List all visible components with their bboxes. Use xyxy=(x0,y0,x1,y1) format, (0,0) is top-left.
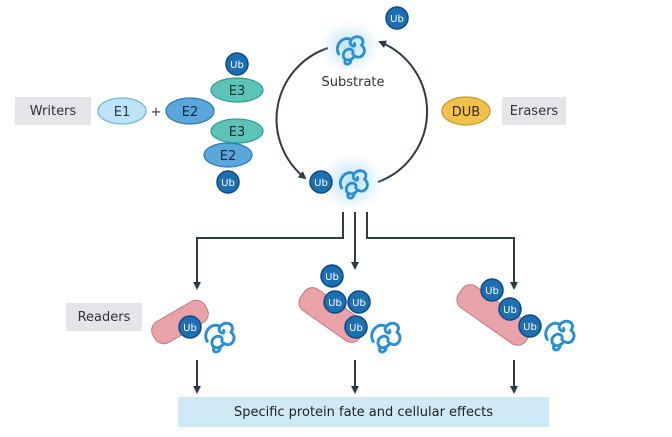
writers-label: Writers xyxy=(15,97,91,125)
plus-sign: + xyxy=(151,105,162,120)
svg-text:Ub: Ub xyxy=(349,323,363,334)
reader-ubiquitin-middle-3: Ub xyxy=(347,290,371,314)
svg-text:Ub: Ub xyxy=(230,60,244,71)
svg-text:DUB: DUB xyxy=(452,105,480,120)
branch-arrow-right xyxy=(366,212,518,290)
svg-text:E3: E3 xyxy=(229,84,246,99)
svg-text:E2: E2 xyxy=(182,105,199,120)
e2-ubiquitin: Ub xyxy=(216,170,240,194)
reader-ubiquitin-middle-4: Ub xyxy=(344,315,368,339)
svg-text:Ub: Ub xyxy=(390,14,404,25)
free-ubiquitin: Ub xyxy=(385,6,409,30)
ubiquitination-arrow xyxy=(275,47,329,180)
deubiquitination-arrow xyxy=(377,40,429,183)
protein-fate-box: Specific protein fate and cellular effec… xyxy=(178,397,549,427)
erasers-label: Erasers xyxy=(502,97,566,125)
svg-text:Ub: Ub xyxy=(485,286,499,297)
substrate-glow xyxy=(320,21,380,73)
reader-ubiquitin-middle-1: Ub xyxy=(320,264,344,288)
reader-substrate-left-icon xyxy=(204,321,236,354)
svg-text:Ub: Ub xyxy=(221,178,235,189)
reader-ubiquitin-right-2: Ub xyxy=(498,297,522,321)
substrate-label: Substrate xyxy=(321,75,384,90)
svg-text:Ub: Ub xyxy=(352,298,366,309)
e3-enzyme-upper: E3 xyxy=(210,77,264,103)
branch-arrow-left xyxy=(193,212,344,290)
reader-substrate-right-icon xyxy=(544,319,576,352)
svg-text:Ub: Ub xyxy=(503,305,517,316)
e3-enzyme-lower: E3 xyxy=(210,118,264,144)
reader-ubiquitin-left: Ub xyxy=(178,315,202,339)
substrate-ubiquitin: Ub xyxy=(309,170,333,194)
reader-substrate-middle-icon xyxy=(370,321,402,354)
reader-ubiquitin-middle-2: Ub xyxy=(323,290,347,314)
svg-text:E3: E3 xyxy=(229,125,246,140)
e1-enzyme: E1 xyxy=(97,97,147,125)
reader-ubiquitin-right-3: Ub xyxy=(518,314,542,338)
svg-text:Ub: Ub xyxy=(523,322,537,333)
e2-enzyme-complex: E2 xyxy=(203,142,253,168)
e2-enzyme: E2 xyxy=(165,97,215,125)
dub-enzyme: DUB xyxy=(441,96,491,126)
svg-text:Ub: Ub xyxy=(328,298,342,309)
e3-ubiquitin: Ub xyxy=(225,52,249,76)
svg-text:E1: E1 xyxy=(114,105,131,120)
readers-label: Readers xyxy=(66,303,142,331)
reader-ubiquitin-right-1: Ub xyxy=(480,278,504,302)
svg-text:Ub: Ub xyxy=(183,323,197,334)
svg-text:E2: E2 xyxy=(220,149,237,164)
svg-text:Ub: Ub xyxy=(325,272,339,283)
svg-text:Ub: Ub xyxy=(314,178,328,189)
